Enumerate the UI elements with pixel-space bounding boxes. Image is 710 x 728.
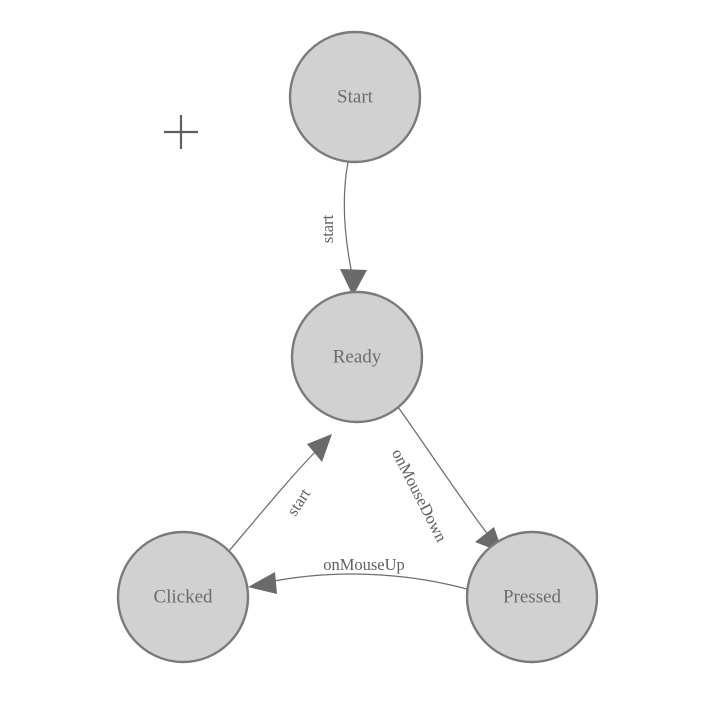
node-label-clicked: Clicked (153, 586, 213, 607)
node-start[interactable]: Start (288, 30, 422, 164)
node-ready[interactable]: Ready (290, 290, 424, 424)
edge-start-to-ready[interactable]: start (318, 161, 367, 296)
arrow-head-icon (248, 572, 277, 594)
edge-line (397, 406, 490, 537)
edge-label-ready-to-pressed: onMouseDown (388, 446, 451, 545)
node-clicked[interactable]: Clicked (116, 530, 250, 664)
node-circle[interactable] (465, 530, 599, 664)
edge-line (268, 573, 468, 590)
node-circle[interactable] (290, 290, 424, 424)
edge-label-clicked-to-ready: start (283, 485, 315, 520)
edge-pressed-to-clicked[interactable]: onMouseUp (248, 555, 468, 594)
node-label-ready: Ready (333, 346, 382, 367)
edge-label-pressed-to-clicked: onMouseUp (323, 555, 405, 574)
edge-label-start-to-ready: start (318, 214, 337, 243)
edge-clicked-to-ready[interactable]: start (228, 434, 332, 552)
node-pressed[interactable]: Pressed (465, 530, 599, 664)
edge-line (343, 161, 353, 275)
crosshair-icon (164, 115, 198, 149)
node-circle[interactable] (288, 30, 422, 164)
node-label-pressed: Pressed (503, 586, 562, 607)
edge-line (228, 450, 317, 552)
arrow-head-icon (307, 434, 332, 462)
arrow-head-icon (340, 269, 367, 296)
node-circle[interactable] (116, 530, 250, 664)
node-label-start: Start (337, 86, 374, 107)
edge-ready-to-pressed[interactable]: onMouseDown (388, 406, 503, 553)
